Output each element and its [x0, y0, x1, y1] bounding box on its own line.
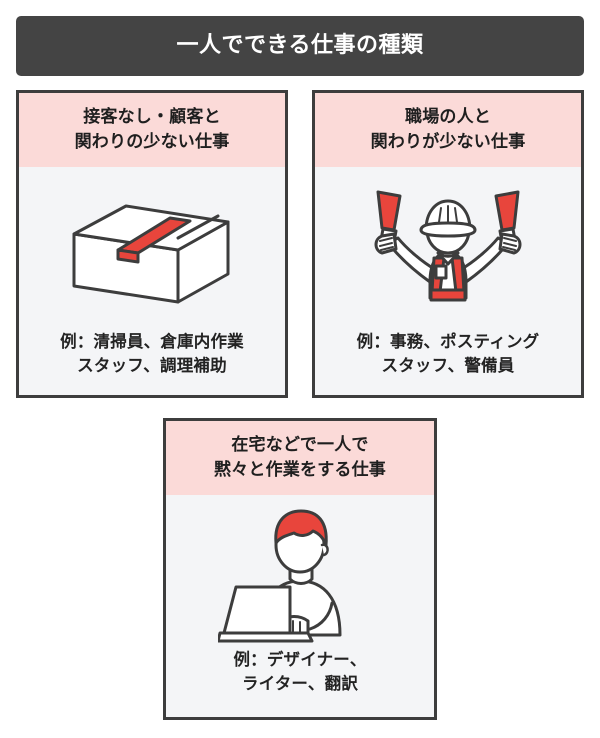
- card-header-solo-remote-work: 在宅などで一人で 黙々と作業をする仕事: [166, 421, 434, 496]
- card-header-line-2: 関わりが少ない仕事: [370, 131, 526, 152]
- card-header-line-2: 関わりの少ない仕事: [74, 131, 230, 152]
- card-caption-no-customer-contact: 例：清掃員、倉庫内作業 スタッフ、調理補助: [19, 329, 285, 395]
- traffic-guard-icon: [374, 190, 522, 302]
- card-header-line-1: 職場の人と: [405, 107, 491, 127]
- card-illustration-area-1: [19, 167, 285, 330]
- card-header-few-coworker-contact: 職場の人と 関わりが少ない仕事: [315, 93, 581, 168]
- card-caption-solo-remote-work: 例：デザイナー、 ライター、翻訳: [166, 647, 434, 717]
- card-few-coworker-contact: 職場の人と 関わりが少ない仕事: [312, 90, 584, 398]
- card-caption-line-2: スタッフ、調理補助: [77, 356, 227, 376]
- card-illustration-area-2: [315, 167, 581, 330]
- card-caption-few-coworker-contact: 例：事務、ポスティング スタッフ、警備員: [315, 329, 581, 395]
- card-header-no-customer-contact: 接客なし・顧客と 関わりの少ない仕事: [19, 93, 285, 168]
- card-illustration-area-3: [166, 495, 434, 648]
- card-header-line-1: 在宅などで一人で: [231, 435, 369, 455]
- page-title: 一人でできる仕事の種類: [176, 32, 424, 58]
- laptop-worker-icon: [218, 509, 342, 643]
- card-header-line-2: 黙々と作業をする仕事: [214, 459, 386, 480]
- cardboard-box-icon: [72, 204, 230, 304]
- page-title-bar: 一人でできる仕事の種類: [16, 16, 584, 76]
- card-caption-line-2: スタッフ、警備員: [381, 356, 515, 376]
- card-caption-line-1: 例：事務、ポスティング: [356, 331, 540, 351]
- card-no-customer-contact: 接客なし・顧客と 関わりの少ない仕事 例：清掃員、倉庫内: [16, 90, 288, 398]
- card-caption-line-2: ライター、翻訳: [241, 674, 359, 694]
- card-header-line-1: 接客なし・顧客と: [83, 107, 221, 127]
- card-solo-remote-work: 在宅などで一人で 黙々と作業をする仕事: [163, 418, 437, 720]
- card-caption-line-1: 例：デザイナー、: [233, 649, 367, 669]
- card-caption-line-1: 例：清掃員、倉庫内作業: [60, 331, 244, 351]
